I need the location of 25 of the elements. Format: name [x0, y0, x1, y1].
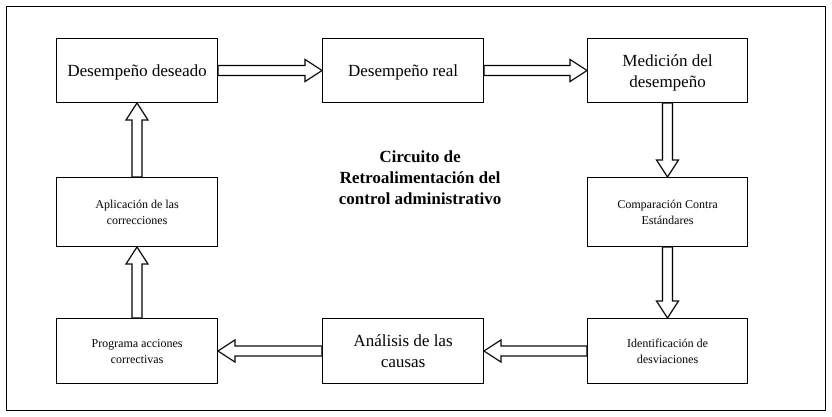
process-box — [56, 318, 218, 384]
process-box — [56, 38, 218, 103]
block-arrow — [655, 246, 680, 320]
box-label: Aplicación de las correcciones — [94, 196, 180, 228]
diagram-title: Circuito de Retroalimentación del control administrativo — [338, 146, 502, 209]
process-box — [322, 318, 484, 384]
box-label: Medición del desempeño — [621, 50, 714, 92]
block-arrow — [217, 58, 324, 83]
process-box — [322, 38, 484, 103]
process-box — [587, 318, 748, 384]
box-label: Identificación de desviaciones — [626, 335, 709, 367]
block-arrow — [482, 338, 588, 364]
block-arrow — [216, 338, 323, 364]
process-box — [56, 177, 218, 247]
block-arrow — [655, 102, 680, 178]
box-label: Desempeño real — [348, 60, 458, 81]
box-label: Desempeño deseado — [67, 60, 207, 81]
process-box — [587, 38, 748, 103]
box-label: Comparación Contra Estándares — [616, 196, 719, 228]
box-label: Análisis de las causas — [352, 330, 454, 372]
block-arrow — [124, 246, 150, 319]
process-box — [587, 177, 748, 247]
block-arrow — [124, 102, 150, 178]
block-arrow — [483, 58, 588, 83]
box-label: Programa acciones correctivas — [90, 335, 184, 367]
